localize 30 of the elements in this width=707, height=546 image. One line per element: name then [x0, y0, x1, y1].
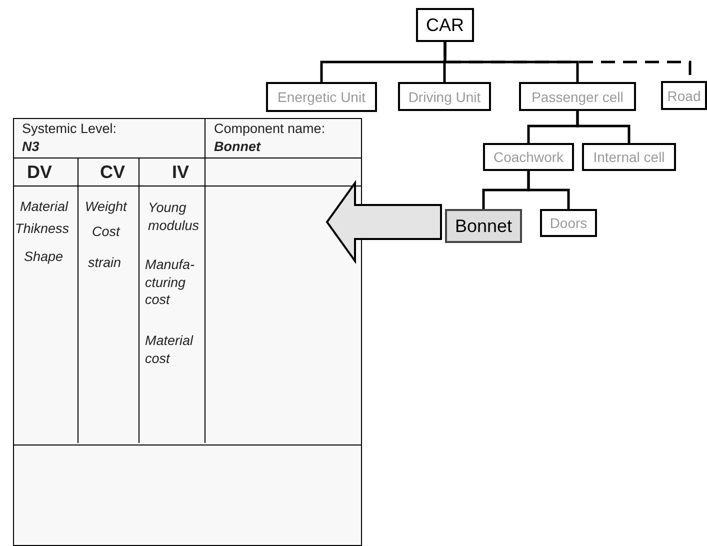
- table-cell-text: Material cost: [145, 332, 194, 368]
- table-cell-text: Weight: [85, 198, 128, 216]
- table-cell-text: Material: [20, 198, 70, 216]
- table-header-text: Component name:: [214, 120, 326, 138]
- block-arrow: [326, 180, 442, 264]
- table-header-text: Systemic Level:: [22, 120, 118, 138]
- table-cell-text: Cost: [92, 223, 122, 241]
- highlighted-part-box: Bonnet: [445, 209, 522, 243]
- text-box: CAR: [416, 8, 474, 42]
- part-box: Doors: [540, 209, 597, 237]
- column-header: IV: [172, 163, 190, 181]
- tree-connector: [444, 42, 579, 82]
- table-cell-text: Manufa- cturing cost: [145, 256, 195, 309]
- column-header: DV: [27, 163, 54, 181]
- table-cell-text: Thikness: [15, 220, 70, 238]
- table-cell-text: Shape: [24, 248, 64, 266]
- unit-box: Energetic Unit: [266, 82, 377, 112]
- unit-box: Driving Unit: [398, 82, 491, 111]
- part-box: Internal cell: [582, 143, 676, 171]
- table-cell-text: Young modulus: [148, 199, 200, 234]
- unit-box: Passenger cell: [519, 82, 636, 111]
- unit-box: Road: [661, 81, 707, 110]
- tree-connector: [576, 111, 630, 143]
- part-box: Coachwork: [483, 143, 574, 171]
- tree-connector: [527, 171, 570, 209]
- table-cell-text: strain: [88, 254, 122, 272]
- table-value-text: N3: [22, 138, 40, 156]
- table-frame: [13, 118, 362, 546]
- column-header: CV: [100, 163, 126, 181]
- table-value-text: Bonnet: [214, 138, 262, 156]
